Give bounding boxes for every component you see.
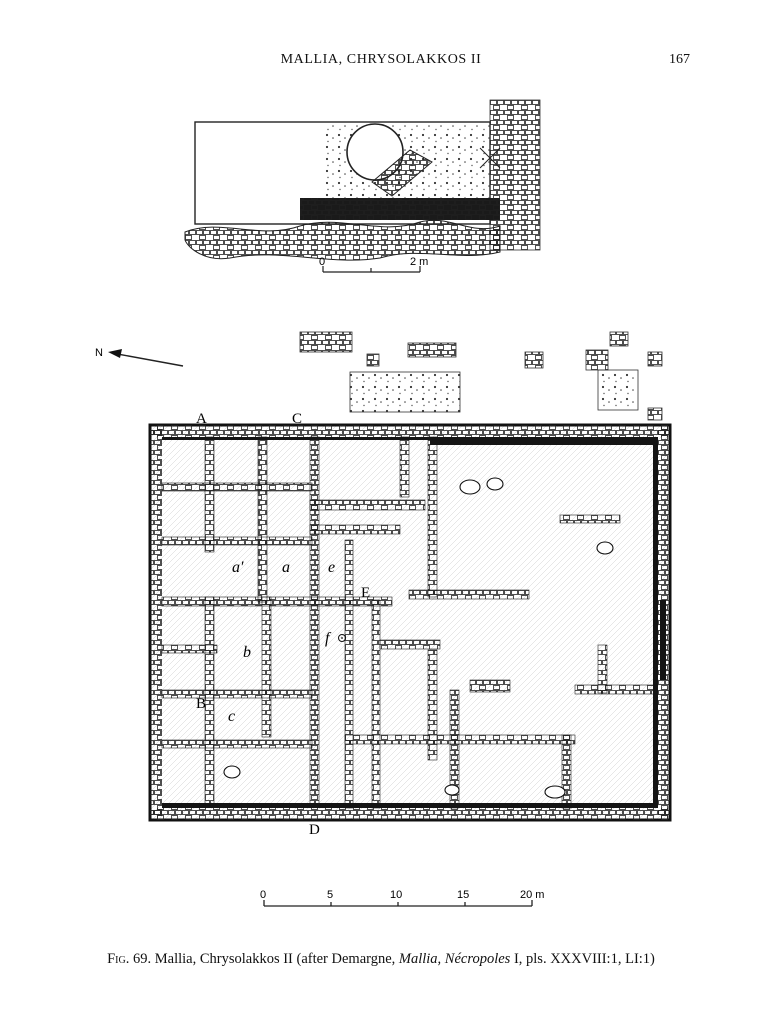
- section-letter-b: B: [196, 696, 206, 712]
- section-scale-bar: 0 2 m: [319, 256, 428, 273]
- room-label-a: a: [282, 559, 290, 576]
- section-letter-c: C: [292, 411, 302, 427]
- section-letter-d: D: [309, 822, 320, 838]
- room-label-f: f: [325, 630, 332, 647]
- interior-walls: [161, 436, 656, 809]
- section-line-letters: A C E B D: [196, 411, 370, 838]
- main-scale-label-10: 10: [390, 889, 402, 901]
- page-number: 167: [669, 52, 690, 67]
- boulders: [223, 477, 614, 799]
- dark-wall-course: [162, 437, 666, 808]
- main-scale-label-15: 15: [457, 889, 469, 901]
- caption-text-2: I, pls. XXXVIII:1, LI:1): [510, 951, 655, 967]
- section-ground-stones: [184, 219, 501, 261]
- room-label-e: e: [328, 559, 335, 576]
- main-scale-label-20m: 20 m: [520, 889, 544, 901]
- caption-italic-title: Mallia, Nécropoles: [398, 951, 511, 967]
- section-outer-wall: [489, 99, 541, 251]
- main-scale-label-0: 0: [260, 889, 266, 901]
- section-diagonal-wall: [371, 149, 433, 197]
- north-arrow-head: [108, 349, 122, 358]
- wall-south: [150, 808, 670, 820]
- room-label-b: b: [243, 644, 251, 661]
- north-label: N: [95, 347, 103, 359]
- section-scale-label-0: 0: [319, 256, 325, 268]
- running-head: MALLIA, CHRYSOLAKKOS II 167: [0, 52, 762, 72]
- room-labels: a′ a e f b c: [228, 559, 335, 725]
- wall-north: [150, 425, 670, 437]
- north-arrow: N: [95, 347, 184, 367]
- main-plan: [148, 423, 672, 822]
- room-label-c: c: [228, 708, 235, 725]
- room-label-a-prime: a′: [232, 559, 244, 576]
- main-scale-bar: 0 5 10 15 20 m: [260, 889, 544, 907]
- section-letter-e: E: [361, 585, 370, 601]
- section-plan: [184, 99, 541, 261]
- section-scale-label-2m: 2 m: [410, 256, 428, 268]
- room-f-marker: [338, 634, 346, 642]
- section-stone-course: [300, 198, 500, 220]
- section-cross-mark: [479, 147, 501, 169]
- running-head-title: MALLIA, CHRYSOLAKKOS II: [280, 52, 482, 67]
- stray-stones-top: [299, 331, 663, 421]
- section-letter-a: A: [196, 411, 207, 427]
- wall-west: [150, 425, 162, 820]
- caption-text-1: Mallia, Chrysolakkos II (after Demargne,: [151, 951, 399, 967]
- main-scale-label-5: 5: [327, 889, 333, 901]
- caption-fig-label: Fig. 69.: [107, 951, 152, 967]
- figure-caption: Fig. 69. Mallia, Chrysolakkos II (after …: [0, 951, 762, 968]
